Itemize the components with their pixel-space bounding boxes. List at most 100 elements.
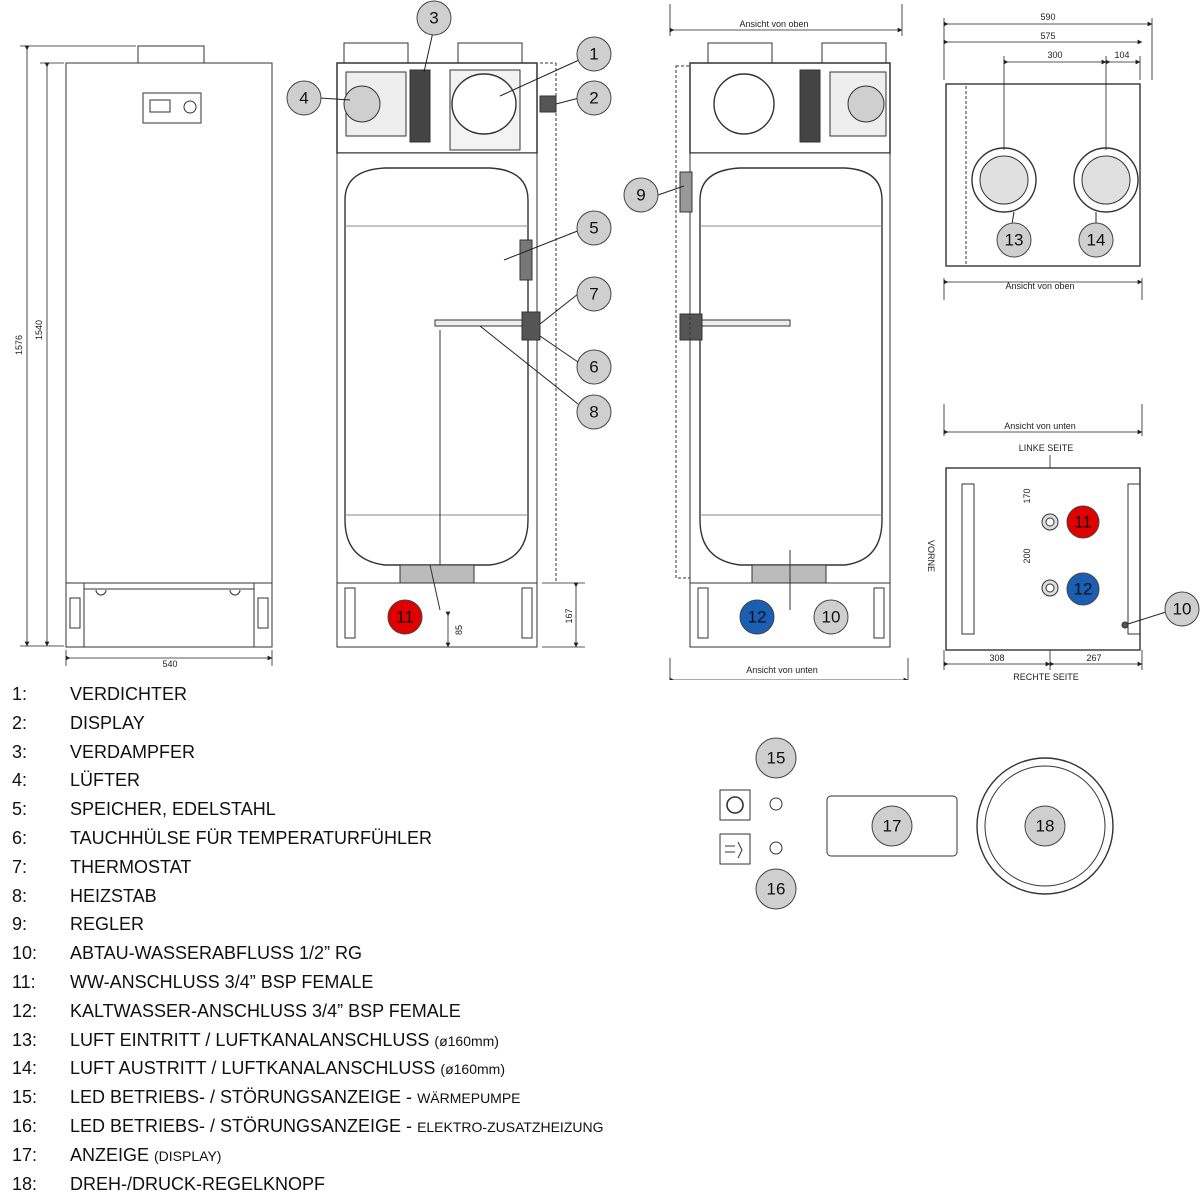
legend-item: 5:SPEICHER, EDELSTAHL [0,799,700,827]
legend-item: 15: LED BETRIEBS- / STÖRUNGSANZEIGE - WÄR… [0,1087,700,1115]
legend-item: 12: KALTWASSER-ANSCHLUSS 3/4” BSP FEMALE [0,1001,700,1029]
led-heatpump [769,797,783,811]
legend-number: 18: [12,1173,38,1194]
legend-item: 14: LUFT AUSTRITT / LUFTKANALANSCHLUSS (ø… [0,1058,700,1086]
callout-4: 4 [286,80,322,116]
svg-text:18: 18 [1036,817,1055,836]
svg-text:12: 12 [748,608,767,627]
svg-text:10: 10 [822,608,841,627]
legend-item: 16:LED BETRIEBS- / STÖRUNGSANZEIGE - ELE… [0,1116,700,1144]
svg-text:7: 7 [589,285,598,304]
legend-label: SPEICHER, EDELSTAHL [70,799,276,820]
top-view-dimensions [943,18,1153,300]
legend-item: 7:THERMOSTAT [0,857,700,885]
legend-label-detail: WÄRMEPUMPE [417,1090,521,1107]
legend-number: 6: [12,828,28,848]
legend-label-main: LÜFTER [70,770,141,791]
legend-item: 9:REGLER [0,914,700,942]
legend-item: 3:VERDAMPFER [0,742,700,770]
legend-item: 6: TAUCHHÜLSE FÜR TEMPERATURFÜHLER [0,828,700,856]
legend-number: 1: [12,684,28,704]
svg-text:8: 8 [589,403,598,422]
legend-number: 4: [12,770,28,791]
legend-label-detail: (ø160mm) [440,1061,505,1078]
legend-number: 7: [12,856,28,877]
callout-2: 2 [576,80,612,116]
legend-label-main: HEIZSTAB [70,885,157,906]
legend-label: DREH-/DRUCK-REGELKNOPF [70,1174,325,1195]
legend-number: 17: [12,1144,38,1165]
svg-text:3: 3 [429,9,438,28]
compressor-icon [719,789,751,821]
legend-item: 13:LUFT EINTRITT / LUFTKANALANSCHLUSS (ø… [0,1030,700,1058]
legend-label-detail: (DISPLAY) [154,1147,222,1164]
svg-text:11: 11 [396,608,414,627]
dim-front-width: 540 [162,659,177,669]
callout-14: 14 [1078,222,1114,258]
legend-number: 11: [12,972,36,992]
legend-label-main: REGLER [70,914,145,935]
legend-label: LUFT AUSTRITT / LUFTKANALANSCHLUSS (ø160… [70,1058,505,1079]
section-dimensions [445,582,585,648]
legend-label: LED BETRIEBS- / STÖRUNGSANZEIGE - ELEKTR… [70,1116,603,1137]
dim-base: 167 [564,608,574,623]
callout-5: 5 [576,210,612,246]
svg-text:17: 17 [883,817,902,836]
technical-drawing: 1576 1540 540 8 5 167 [14,0,1200,680]
callout-1: 1 [576,36,612,72]
legend-item: 8:HEIZSTAB [0,886,700,914]
legend-item: 2: DISPLAY [0,713,700,741]
legend-label: LED BETRIEBS- / STÖRUNGSANZEIGE - WÄRMEP… [70,1087,521,1108]
front-view [65,45,273,648]
legend-item: 10: ABTAU-WASSERABFLUSS 1/2” RG [0,943,700,971]
legend-label: LÜFTER [70,770,140,791]
legend-label-main: DREH-/DRUCK-REGELKNOPF [70,1173,326,1194]
legend-label: KALTWASSER-ANSCHLUSS 3/4” BSP FEMALE [70,1001,461,1022]
callout-10-bottom: 10 [1164,591,1200,627]
callout-16: 16 [755,868,797,910]
dim-total-height: 1576 [14,335,24,355]
label-left-side: LINKE SEITE [1019,443,1074,453]
callout-12-bottom: 12 [1066,572,1100,606]
callout-12-section: 12 [739,599,775,635]
svg-text:11: 11 [1074,513,1092,532]
legend-number: 2: [12,712,28,733]
dim-bottom-267: 267 [1086,653,1101,663]
callout-13: 13 [996,222,1032,258]
callout-3: 3 [416,0,452,36]
electric-heater-icon [719,833,751,865]
legend-label-main: WW-ANSCHLUSS 3/4” BSP FEMALE [70,972,374,992]
led-electric-heater [769,841,783,855]
legend-label-main: DISPLAY [70,712,145,733]
legend-number: 12: [12,1000,38,1021]
legend-label: ABTAU-WASSERABFLUSS 1/2” RG [70,943,362,964]
section-view [336,42,557,648]
svg-text:9: 9 [636,186,645,205]
legend-number: 10: [12,943,38,964]
rear-dimensions [669,4,909,680]
label-bottom-view-right: Ansicht von unten [1004,421,1076,431]
legend-label: ANZEIGE (DISPLAY) [70,1145,221,1166]
control-panel: 15 16 17 18 [719,737,1114,910]
legend-label: WW-ANSCHLUSS 3/4” BSP FEMALE [70,972,373,993]
legend-number: 14: [12,1058,38,1079]
callout-11-section: 11 [387,599,423,635]
svg-text:4: 4 [299,89,308,108]
legend-number: 15: [12,1087,38,1108]
svg-text:12: 12 [1074,580,1093,599]
legend-item: 17: ANZEIGE (DISPLAY) [0,1145,700,1173]
dim-top-300: 300 [1047,50,1062,60]
svg-text:5: 5 [589,219,598,238]
legend-item: 18: DREH-/DRUCK-REGELKNOPF [0,1174,700,1202]
legend-label-main: VERDICHTER [70,684,188,704]
legend-label: REGLER [70,914,144,935]
svg-text:16: 16 [767,880,786,899]
leader-lines [319,31,1167,625]
legend-label-main: LED BETRIEBS- / STÖRUNGSANZEIGE - [70,1116,418,1136]
legend-label-detail: ELEKTRO-ZUSATZHEIZUNG [417,1119,604,1135]
svg-text:2: 2 [589,89,598,108]
dim-body-height: 1540 [34,320,44,340]
label-top-view-right: Ansicht von oben [1005,281,1074,291]
legend-label: VERDICHTER [70,684,187,705]
legend-label-main: TAUCHHÜLSE FÜR TEMPERATURFÜHLER [70,828,433,848]
